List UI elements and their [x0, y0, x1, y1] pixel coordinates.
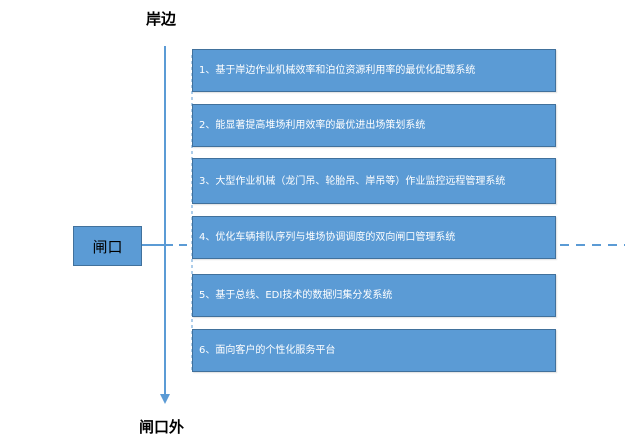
axis-bottom-label: 闸口外 — [139, 418, 185, 436]
gate-label: 闸口 — [92, 237, 123, 256]
step-text-6: 6、面向客户的个性化服务平台 — [199, 345, 336, 356]
axis-top-label: 岸边 — [146, 10, 177, 28]
step-text-1: 1、基于岸边作业机械效率和泊位资源利用率的最优化配载系统 — [199, 65, 476, 76]
step-text-3: 3、大型作业机械（龙门吊、轮胎吊、岸吊等）作业监控远程管理系统 — [199, 175, 506, 187]
step-text-5: 5、基于总线、EDI技术的数据归集分发系统 — [199, 290, 393, 301]
gate-box: 闸口 — [73, 226, 142, 266]
step-box-1: 1、基于岸边作业机械效率和泊位资源利用率的最优化配载系统 — [192, 49, 556, 92]
step-box-2: 2、能显著提高堆场利用效率的最优进出场策划系统 — [192, 104, 556, 147]
step-text-4: 4、优化车辆排队序列与堆场协调调度的双向闸口管理系统 — [199, 232, 456, 243]
step-box-4: 4、优化车辆排队序列与堆场协调调度的双向闸口管理系统 — [192, 216, 556, 259]
step-text-2: 2、能显著提高堆场利用效率的最优进出场策划系统 — [199, 120, 426, 131]
step-box-6: 6、面向客户的个性化服务平台 — [192, 329, 556, 372]
step-box-3: 3、大型作业机械（龙门吊、轮胎吊、岸吊等）作业监控远程管理系统 — [192, 158, 556, 204]
down-arrow-icon — [160, 394, 170, 404]
step-box-5: 5、基于总线、EDI技术的数据归集分发系统 — [192, 274, 556, 317]
